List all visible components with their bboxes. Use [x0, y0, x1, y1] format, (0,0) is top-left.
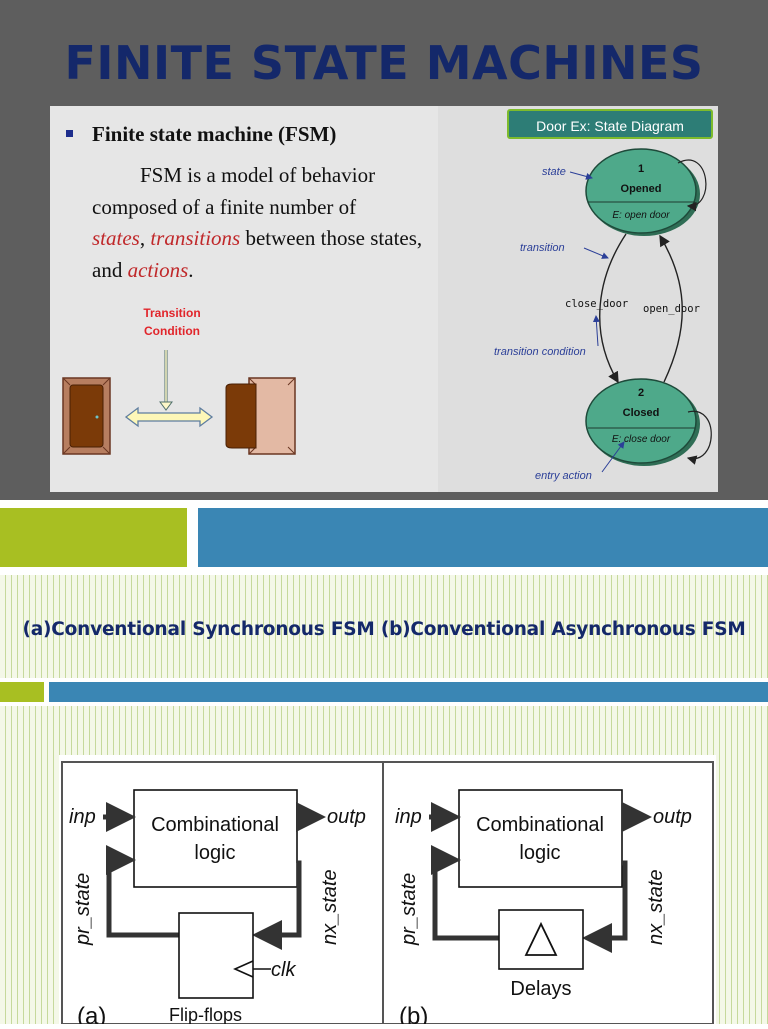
- content-panel: Finite state machine (FSM) FSM is a mode…: [50, 106, 718, 492]
- async-inp: inp: [395, 806, 422, 828]
- slide-fsm-intro: FINITE STATE MACHINES Finite state machi…: [0, 0, 768, 500]
- down-arrow-icon: [159, 350, 173, 411]
- fsm-heading: Finite state machine (FSM): [92, 122, 337, 146]
- transition-close: [599, 233, 627, 384]
- double-arrow-icon: [124, 406, 214, 428]
- fsm-definition: FSM is a model of behavior composed of a…: [92, 163, 423, 282]
- separator-bar-blue: [49, 682, 768, 702]
- edge-close-door: close_door: [565, 298, 628, 310]
- flip-flop-block: [178, 912, 254, 999]
- sync-caption: (a): [77, 1003, 106, 1024]
- transition-condition-label: Transition Condition: [143, 306, 201, 338]
- term-actions: actions: [127, 257, 189, 282]
- fsm-diagram-svg: Combinational logic inp outp pr_state nx…: [61, 761, 714, 1029]
- state2-name: Closed: [623, 407, 660, 419]
- sync-clk: clk: [271, 959, 296, 981]
- delay-triangle-icon: [524, 921, 558, 956]
- async-block-line2: logic: [519, 842, 560, 864]
- clock-triangle-icon: [233, 960, 254, 978]
- annotation-transition: transition: [520, 242, 565, 254]
- self-loop-closed: [686, 410, 712, 465]
- slide-subtitle: (a)Conventional Synchronous FSM (b)Conve…: [22, 619, 746, 640]
- slide-fsm-types: (a)Conventional Synchronous FSM (b)Conve…: [0, 575, 768, 1029]
- async-caption: (b): [399, 1003, 428, 1024]
- door-example-badge: Door Ex: State Diagram: [507, 109, 713, 139]
- state2-entry: E: close door: [612, 434, 671, 445]
- closed-door-icon: [62, 377, 111, 455]
- term-states: states: [92, 226, 140, 250]
- annotation-state: state: [542, 166, 566, 178]
- sync-storage-label: Flip-flops: [169, 1005, 242, 1024]
- sync-nx-state: nx_state: [319, 869, 341, 945]
- accent-bar-blue: [198, 508, 768, 567]
- state1-name: Opened: [621, 183, 662, 195]
- diagram-synchronous: Combinational logic inp outp pr_state nx…: [69, 789, 366, 1029]
- state1-entry: E: open door: [612, 210, 670, 221]
- async-block-line1: Combinational: [476, 814, 604, 836]
- annotation-transition-condition: transition condition: [494, 346, 586, 358]
- state-closed: 2 Closed E: close door: [585, 378, 700, 466]
- sync-block-line2: logic: [194, 842, 235, 864]
- term-transitions: transitions: [150, 226, 241, 250]
- state-opened: 1 Opened E: open door: [585, 148, 700, 236]
- door-illustration: [62, 350, 296, 455]
- transition-open: [659, 234, 683, 383]
- sync-inp: inp: [69, 806, 96, 828]
- edge-open-door: open_door: [643, 303, 700, 315]
- annotation-entry-action: entry action: [535, 470, 592, 482]
- state1-number: 1: [638, 163, 644, 175]
- async-pr-state: pr_state: [398, 873, 420, 946]
- definition-mid: between those states, and: [92, 226, 423, 282]
- async-storage-label: Delays: [510, 978, 571, 1000]
- async-outp: outp: [653, 806, 692, 828]
- state2-number: 2: [638, 387, 644, 399]
- sync-outp: outp: [327, 806, 366, 828]
- state-diagram: 1 Opened E: open door 2 Closed E: close …: [494, 148, 712, 482]
- sync-block-line1: Combinational: [151, 814, 279, 836]
- fsm-block-diagrams: Combinational logic inp outp pr_state nx…: [59, 755, 716, 1029]
- separator-bar-green: [0, 682, 44, 702]
- accent-band: [0, 500, 768, 580]
- delay-block: [498, 909, 584, 970]
- open-door-icon: [225, 377, 296, 455]
- slide-title: FINITE STATE MACHINES: [64, 36, 704, 90]
- async-nx-state: nx_state: [645, 869, 667, 945]
- sync-pr-state: pr_state: [72, 873, 94, 946]
- definition-end: .: [188, 257, 194, 282]
- accent-bar-green: [0, 508, 187, 567]
- definition-intro: FSM is a model of behavior composed of a…: [92, 163, 376, 219]
- self-loop-opened: [677, 159, 707, 212]
- bullet-icon: [66, 130, 73, 137]
